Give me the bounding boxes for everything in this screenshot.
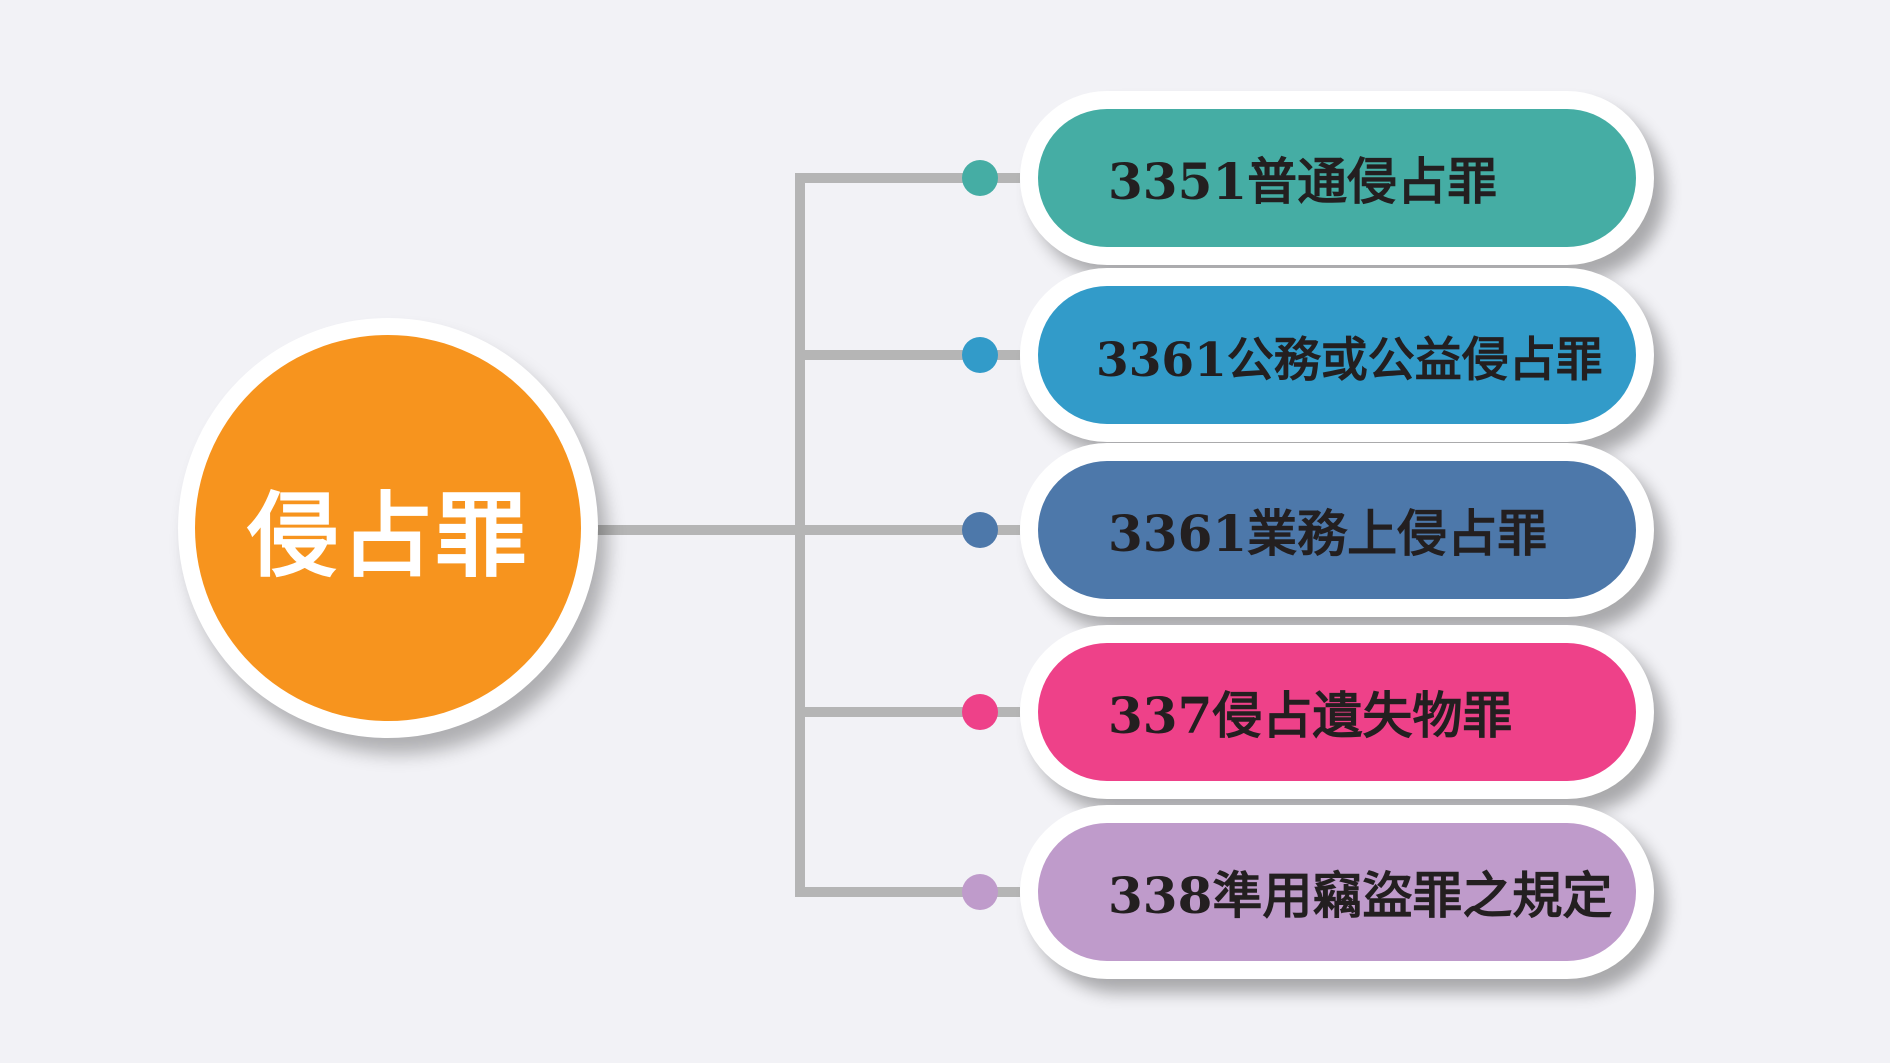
branch-pill-5: 338準用竊盜罪之規定 xyxy=(1038,823,1636,961)
branch-node-1: 3351普通侵占罪 xyxy=(1020,91,1654,265)
branch-dot-1 xyxy=(962,160,998,196)
branch-label-2: 3361公務或公益侵占罪 xyxy=(1096,332,1603,388)
hub-node: 侵占罪 xyxy=(195,335,581,721)
branch-dot-2 xyxy=(962,337,998,373)
branch-pill-3: 3361業務上侵占罪 xyxy=(1038,461,1636,599)
hub-label: 侵占罪 xyxy=(246,482,529,590)
branch-node-3: 3361業務上侵占罪 xyxy=(1020,443,1654,617)
branch-label-5: 338準用竊盜罪之規定 xyxy=(1108,866,1613,925)
branch-dot-5 xyxy=(962,874,998,910)
branch-dot-3 xyxy=(962,512,998,548)
branch-dot-4 xyxy=(962,694,998,730)
branch-pill-4: 337侵占遺失物罪 xyxy=(1038,643,1636,781)
branch-pill-2: 3361公務或公益侵占罪 xyxy=(1038,286,1636,424)
branch-node-5: 338準用竊盜罪之規定 xyxy=(1020,805,1654,979)
branch-pill-1: 3351普通侵占罪 xyxy=(1038,109,1636,247)
branch-node-4: 337侵占遺失物罪 xyxy=(1020,625,1654,799)
branch-label-4: 337侵占遺失物罪 xyxy=(1108,686,1513,745)
branch-label-1: 3351普通侵占罪 xyxy=(1108,152,1498,211)
branch-node-2: 3361公務或公益侵占罪 xyxy=(1020,268,1654,442)
branch-label-3: 3361業務上侵占罪 xyxy=(1108,504,1548,563)
